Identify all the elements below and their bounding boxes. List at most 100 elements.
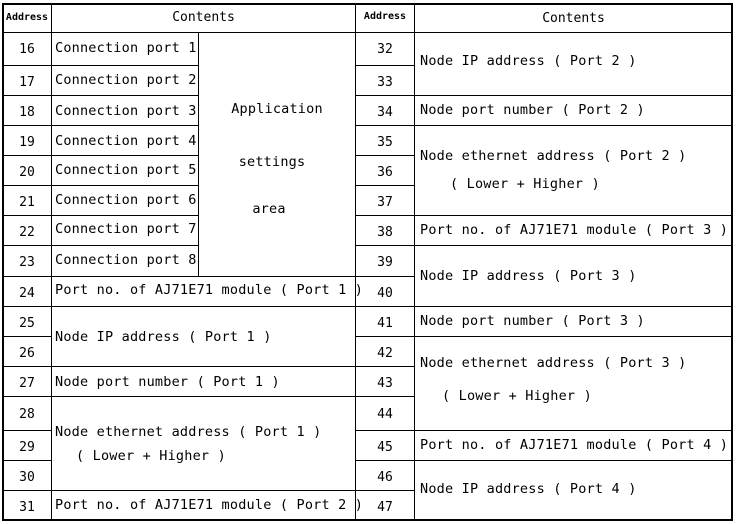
address-cell: 36 bbox=[377, 165, 393, 180]
row-divider bbox=[3, 336, 51, 337]
address-cell: 33 bbox=[377, 75, 393, 90]
app-area-label: settings bbox=[238, 154, 306, 170]
row-divider bbox=[3, 396, 51, 397]
row-divider bbox=[415, 95, 732, 96]
address-cell: 45 bbox=[377, 440, 393, 455]
address-cell: 35 bbox=[377, 135, 393, 150]
row-divider bbox=[51, 306, 355, 307]
node-ethernet-port-1: Node ethernet address ( Port 1 ) bbox=[55, 424, 322, 440]
address-cell: 28 bbox=[19, 407, 35, 422]
row-divider bbox=[51, 490, 355, 491]
address-cell: 17 bbox=[19, 75, 35, 90]
row-divider bbox=[51, 65, 198, 66]
row-divider bbox=[51, 185, 198, 186]
port-no-port-2: Port no. of AJ71E71 module ( Port 2 ) bbox=[55, 497, 364, 513]
row-divider bbox=[3, 460, 51, 461]
address-header: Address bbox=[5, 12, 49, 23]
node-port-number-port-1: Node port number ( Port 1 ) bbox=[55, 374, 280, 390]
row-divider bbox=[51, 125, 198, 126]
address-header: Address bbox=[363, 11, 407, 22]
node-ethernet-port-2: Node ethernet address ( Port 2 ) bbox=[420, 148, 687, 164]
address-cell: 23 bbox=[19, 255, 35, 270]
address-cell: 43 bbox=[377, 376, 393, 391]
node-ethernet-port-3: Node ethernet address ( Port 3 ) bbox=[420, 355, 687, 371]
row-divider bbox=[415, 460, 732, 461]
row-divider bbox=[3, 430, 51, 431]
row-divider bbox=[415, 336, 732, 337]
row-divider bbox=[51, 366, 355, 367]
connection-port-7: Connection port 7 bbox=[55, 221, 197, 237]
column-divider bbox=[414, 4, 415, 520]
row-divider bbox=[415, 245, 732, 246]
address-cell: 30 bbox=[19, 470, 35, 485]
row-divider bbox=[51, 95, 198, 96]
row-divider bbox=[356, 336, 414, 337]
row-divider bbox=[51, 215, 198, 216]
row-divider bbox=[356, 490, 414, 491]
contents-header: Contents bbox=[542, 11, 605, 26]
address-cell: 25 bbox=[19, 316, 35, 331]
connection-port-5: Connection port 5 bbox=[55, 162, 197, 178]
node-ip-port-3: Node IP address ( Port 3 ) bbox=[420, 268, 637, 284]
row-divider bbox=[3, 185, 51, 186]
address-cell: 20 bbox=[19, 165, 35, 180]
address-cell: 34 bbox=[377, 105, 393, 120]
row-divider bbox=[415, 125, 732, 126]
node-ip-port-2: Node IP address ( Port 2 ) bbox=[420, 53, 637, 69]
address-cell: 47 bbox=[377, 500, 393, 515]
row-divider bbox=[356, 95, 414, 96]
address-cell: 26 bbox=[19, 346, 35, 361]
address-cell: 18 bbox=[19, 105, 35, 120]
contents-header: Contents bbox=[172, 10, 235, 25]
row-divider bbox=[3, 155, 51, 156]
app-area-label: area bbox=[252, 201, 286, 217]
row-divider bbox=[356, 460, 414, 461]
row-divider bbox=[3, 125, 51, 126]
address-cell: 21 bbox=[19, 195, 35, 210]
connection-port-1: Connection port 1 bbox=[55, 40, 197, 56]
row-divider bbox=[3, 95, 51, 96]
row-divider bbox=[51, 245, 198, 246]
node-ip-port-1: Node IP address ( Port 1 ) bbox=[55, 329, 272, 345]
row-divider bbox=[51, 155, 198, 156]
row-divider bbox=[356, 155, 414, 156]
row-divider bbox=[415, 306, 732, 307]
address-cell: 41 bbox=[377, 316, 393, 331]
table-frame bbox=[2, 3, 733, 521]
row-divider bbox=[356, 430, 414, 431]
header-divider bbox=[3, 32, 732, 33]
connection-port-2: Connection port 2 bbox=[55, 72, 197, 88]
port-no-port-3: Port no. of AJ71E71 module ( Port 3 ) bbox=[420, 222, 729, 238]
row-divider bbox=[3, 306, 51, 307]
address-cell: 44 bbox=[377, 407, 393, 422]
row-divider bbox=[3, 65, 51, 66]
row-divider bbox=[51, 396, 355, 397]
row-divider bbox=[356, 185, 414, 186]
column-divider bbox=[51, 4, 52, 520]
connection-port-3: Connection port 3 bbox=[55, 103, 197, 119]
address-cell: 39 bbox=[377, 255, 393, 270]
row-divider bbox=[415, 430, 732, 431]
row-divider bbox=[415, 215, 732, 216]
address-cell: 38 bbox=[377, 225, 393, 240]
row-divider bbox=[356, 366, 414, 367]
app-area-label: Application bbox=[231, 101, 323, 117]
address-cell: 24 bbox=[19, 286, 35, 301]
node-port-number-port-3: Node port number ( Port 3 ) bbox=[420, 313, 645, 329]
node-ethernet-port-2-sub: ( Lower + Higher ) bbox=[450, 176, 600, 192]
port-no-port-4: Port no. of AJ71E71 module ( Port 4 ) bbox=[420, 437, 729, 453]
address-cell: 40 bbox=[377, 286, 393, 301]
row-divider bbox=[356, 306, 414, 307]
row-divider bbox=[3, 366, 51, 367]
address-cell: 27 bbox=[19, 376, 35, 391]
node-ethernet-port-1-sub: ( Lower + Higher ) bbox=[76, 448, 226, 464]
row-divider bbox=[356, 215, 414, 216]
address-cell: 32 bbox=[377, 42, 393, 57]
address-cell: 16 bbox=[19, 42, 35, 57]
row-divider bbox=[356, 276, 414, 277]
connection-port-6: Connection port 6 bbox=[55, 192, 197, 208]
row-divider bbox=[3, 245, 51, 246]
connection-port-8: Connection port 8 bbox=[55, 252, 197, 268]
address-cell: 19 bbox=[19, 135, 35, 150]
